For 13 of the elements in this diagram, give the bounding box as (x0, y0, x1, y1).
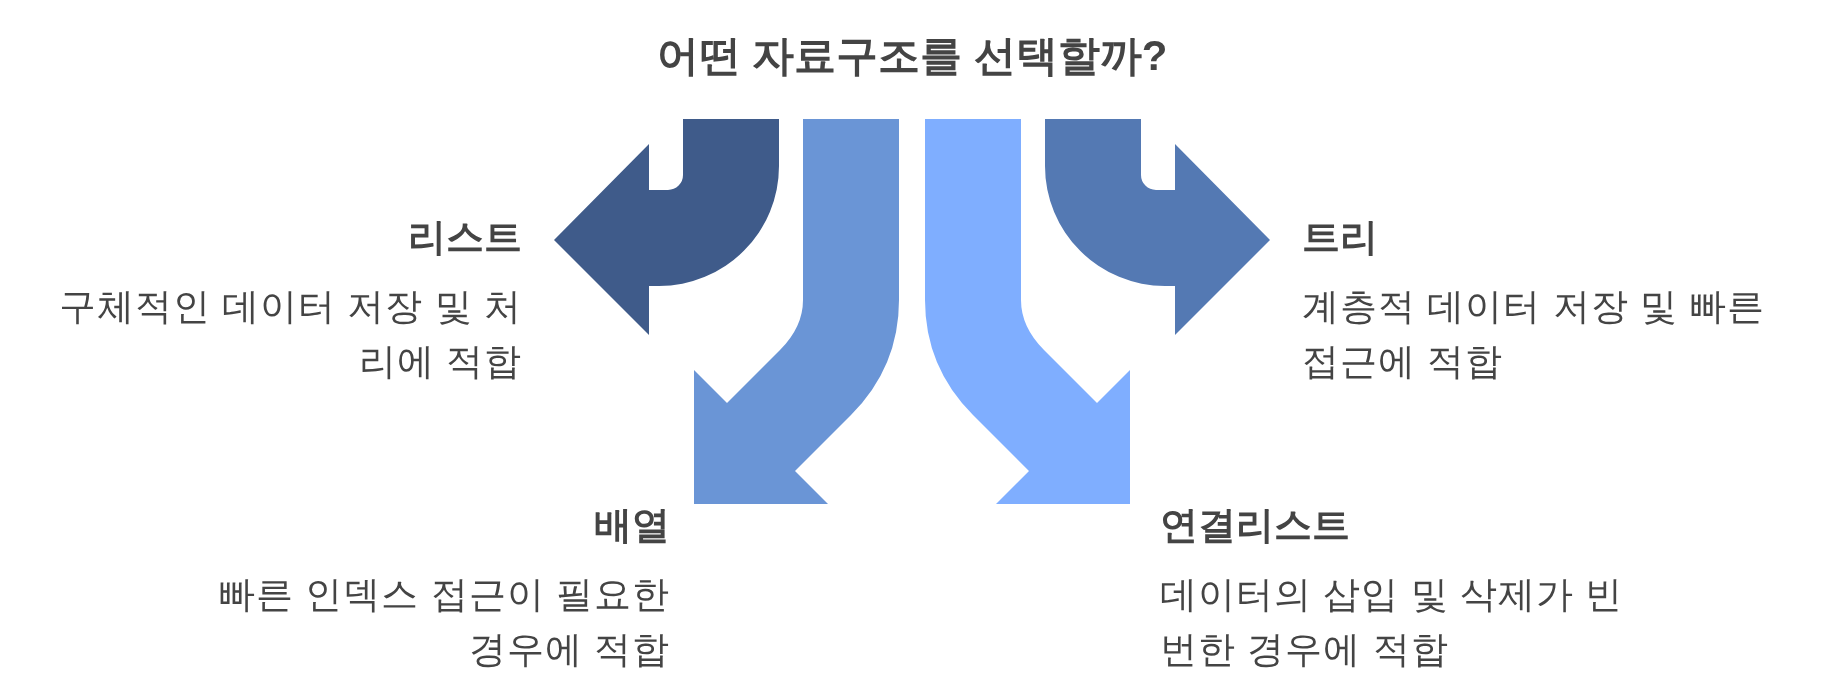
arrow (694, 119, 899, 504)
heading: 트리 (1302, 215, 1378, 260)
description: 구체적인 데이터 저장 및 처리에 적합 (57, 285, 522, 384)
arrow (1045, 119, 1270, 335)
arrow (554, 119, 779, 335)
description: 계층적 데이터 저장 및 빠른 접근에 적합 (1302, 285, 1767, 384)
description: 빠른 인덱스 접근이 필요한 경우에 적합 (217, 573, 670, 672)
description: 데이터의 삽입 및 삭제가 빈번한 경우에 적합 (1160, 573, 1625, 672)
arrow (925, 119, 1130, 504)
heading: 리스트 (408, 215, 522, 260)
title: 어떤 자료구조를 선택할까? (655, 31, 1169, 81)
heading: 연결리스트 (1160, 503, 1350, 548)
heading: 배열 (594, 503, 670, 548)
